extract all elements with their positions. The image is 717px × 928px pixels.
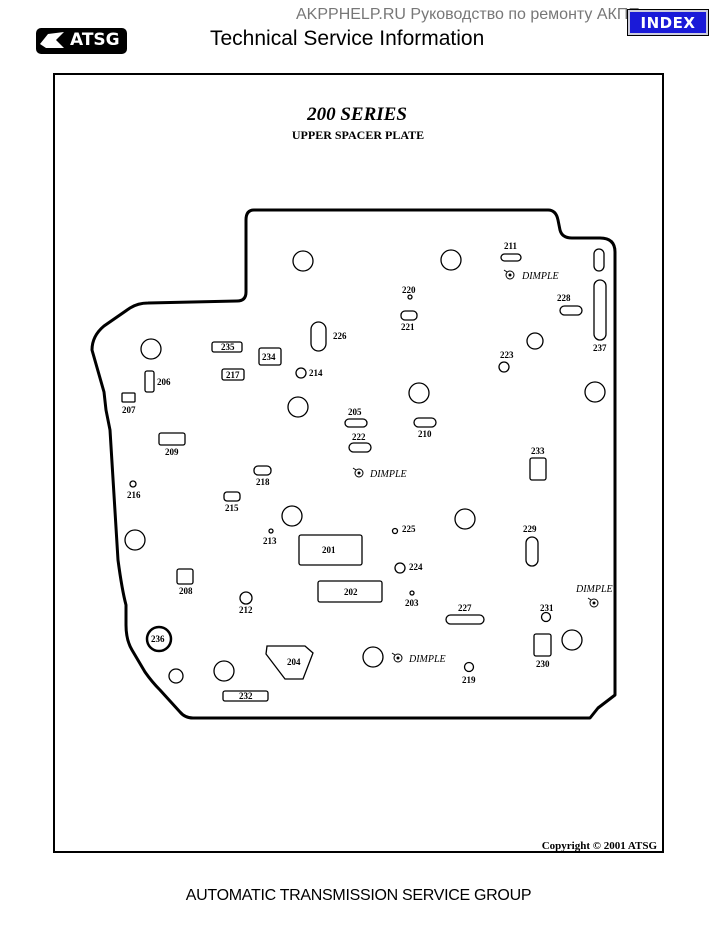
passage-228 (559, 305, 583, 316)
atsg-logo: ATSG (36, 28, 127, 54)
diagram-title: 200 SERIES (306, 104, 407, 125)
page-subtitle: Technical Service Information (210, 27, 485, 50)
part-label-218: 218 (256, 477, 270, 487)
plate-passages (121, 248, 607, 702)
passage-212 (239, 591, 253, 605)
passage-206 (144, 370, 155, 393)
part-label-233: 233 (531, 446, 545, 456)
part-label-211: 211 (504, 241, 518, 251)
part-label-231: 231 (540, 603, 554, 613)
passage-214 (295, 367, 307, 379)
passage-226 (310, 321, 327, 352)
part-label-223: 223 (500, 350, 514, 360)
part-label-226: 226 (333, 331, 347, 341)
part-label-225: 225 (402, 524, 416, 534)
part-label-208: 208 (179, 586, 193, 596)
passage-218 (253, 465, 272, 476)
diagram-subtitle: UPPER SPACER PLATE (292, 128, 424, 142)
dimple-labels: DIMPLE DIMPLE DIMPLE DIMPLE (369, 271, 613, 665)
part-label-234: 234 (262, 352, 276, 362)
passage-221 (400, 310, 418, 321)
part-label-201: 201 (322, 545, 336, 555)
passage-213 (268, 528, 274, 534)
dimple-label: DIMPLE (408, 654, 446, 665)
part-label-236: 236 (151, 634, 165, 644)
part-label-235: 235 (221, 342, 235, 352)
dimple-label: DIMPLE (575, 584, 613, 595)
dimple-label: DIMPLE (521, 271, 559, 282)
passage-222 (348, 442, 372, 453)
part-label-202: 202 (344, 587, 358, 597)
plate-holes (124, 249, 606, 684)
part-label-204: 204 (287, 657, 301, 667)
passage-231 (540, 611, 552, 623)
part-label-230: 230 (536, 659, 550, 669)
part-label-212: 212 (239, 605, 253, 615)
part-label-229: 229 (523, 524, 537, 534)
diagram-frame (53, 73, 664, 853)
part-label-214: 214 (309, 368, 323, 378)
passage-233 (529, 457, 547, 481)
passage-237 (593, 279, 607, 341)
part-label-232: 232 (239, 691, 253, 701)
index-button[interactable]: INDEX (627, 9, 709, 36)
part-label-237: 237 (593, 343, 607, 353)
part-label-221: 221 (401, 322, 415, 332)
part-label-203: 203 (405, 598, 419, 608)
passage-208 (176, 568, 194, 585)
passage-205 (344, 418, 368, 428)
passage-217 (221, 368, 245, 381)
logo-arrow-icon (40, 32, 64, 48)
passage-204 (265, 645, 314, 680)
part-label-219: 219 (462, 675, 476, 685)
part-label-217: 217 (226, 370, 240, 380)
passage-234 (258, 347, 282, 366)
passage-207 (121, 392, 136, 403)
part-label-215: 215 (225, 503, 239, 513)
passage-215 (223, 491, 241, 502)
passage-232 (222, 690, 269, 702)
dimple-icon (391, 652, 403, 663)
dimple-markers (352, 269, 599, 663)
part-label-207: 207 (122, 405, 136, 415)
dimple-label: DIMPLE (369, 469, 407, 480)
copyright-text: Copyright © 2001 ATSG (542, 840, 658, 852)
passage-229 (525, 536, 539, 567)
part-label-206: 206 (157, 377, 171, 387)
plate-outline (90, 208, 617, 720)
dimple-icon (352, 467, 364, 478)
part-label-213: 213 (263, 536, 277, 546)
passage-210 (413, 417, 437, 428)
part-label-227: 227 (458, 603, 472, 613)
passage-225 (391, 527, 399, 535)
part-label-209: 209 (165, 447, 179, 457)
passage-224 (394, 562, 406, 574)
part-label-210: 210 (418, 429, 432, 439)
passage-235 (211, 341, 243, 353)
passage-219 (463, 661, 475, 673)
passage-236 (145, 625, 173, 653)
dimple-icon (503, 269, 515, 280)
passage-223 (498, 361, 510, 373)
watermark-text: AKPPHELP.RU Руководство по ремонту АКПП (296, 6, 640, 23)
dimple-icon (587, 597, 599, 608)
passage-211 (500, 253, 522, 262)
part-label-216: 216 (127, 490, 141, 500)
part-label-228: 228 (557, 293, 571, 303)
part-labels: 201 202 203 204 205 206 207 208 209 210 … (122, 241, 607, 701)
passage-202 (317, 580, 383, 603)
part-label-222: 222 (352, 432, 366, 442)
passage-227 (445, 614, 485, 625)
passage-203 (409, 590, 415, 596)
passage-201 (298, 534, 363, 566)
passage-216 (129, 480, 137, 488)
part-label-220: 220 (402, 285, 416, 295)
passage-209 (158, 432, 186, 446)
footer-text: AUTOMATIC TRANSMISSION SERVICE GROUP (185, 887, 532, 904)
passage-230 (533, 633, 552, 657)
part-label-224: 224 (409, 562, 423, 572)
part-label-205: 205 (348, 407, 362, 417)
logo-text: ATSG (70, 30, 120, 50)
